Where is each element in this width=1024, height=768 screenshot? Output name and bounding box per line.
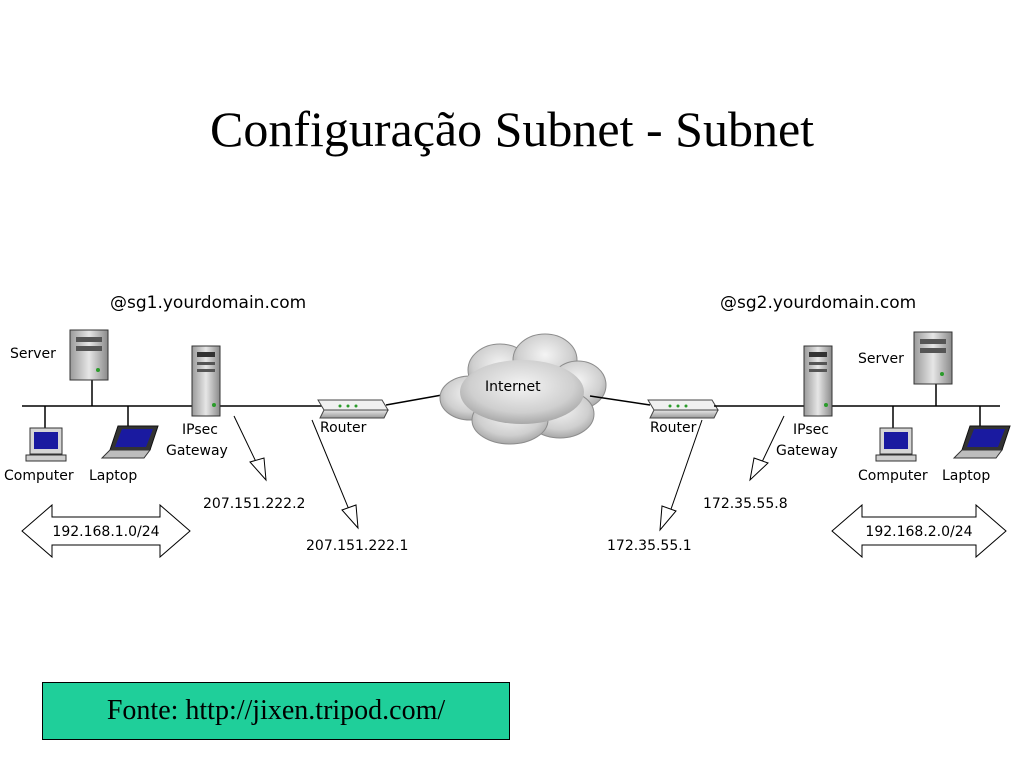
internet-label: Internet (485, 379, 541, 395)
left-site: @sg1.yourdomain.com Server IPsec Gateway… (4, 293, 443, 559)
right-server-icon (913, 331, 953, 385)
right-router-ip-arrow (659, 419, 703, 532)
right-wan-link (589, 395, 651, 406)
right-gateway-label-2: Gateway (776, 443, 838, 459)
right-site: Router @sg2.yourdomain.com Server IPsec … (589, 293, 1011, 559)
right-router-label: Router (650, 420, 697, 436)
left-laptop-label: Laptop (89, 468, 137, 484)
left-router-ip-arrow (311, 419, 359, 530)
right-gateway-icon (803, 345, 833, 417)
left-gateway-icon (191, 345, 221, 417)
left-router-ip: 207.151.222.1 (306, 538, 408, 554)
left-router-label: Router (320, 420, 367, 436)
slide-title: Configuração Subnet - Subnet (209, 101, 815, 157)
left-domain-label: @sg1.yourdomain.com (110, 293, 306, 313)
source-box: Fonte: http://jixen.tripod.com/ (42, 682, 510, 740)
left-gateway-ip-arrow (233, 415, 267, 482)
left-subnet-label: 192.168.1.0/24 (52, 524, 159, 540)
left-computer-label: Computer (4, 468, 74, 484)
right-gateway-ip-arrow (749, 415, 785, 482)
right-gateway-ip: 172.35.55.8 (703, 496, 788, 512)
left-laptop-icon (100, 425, 159, 459)
left-router-icon (317, 399, 389, 419)
source-text: Fonte: http://jixen.tripod.com/ (106, 695, 446, 726)
left-subnet-arrow (21, 503, 191, 559)
left-wan-link (385, 394, 443, 406)
right-domain-label: @sg2.yourdomain.com (720, 293, 916, 313)
left-server-label: Server (10, 346, 56, 362)
right-laptop-icon (952, 425, 1011, 459)
right-laptop-label: Laptop (942, 468, 990, 484)
right-subnet-label: 192.168.2.0/24 (865, 524, 972, 540)
right-subnet-arrow (831, 503, 1007, 559)
right-gateway-label-1: IPsec (793, 422, 829, 438)
right-computer-label: Computer (858, 468, 928, 484)
right-router-icon (647, 399, 719, 419)
internet-cloud (439, 333, 607, 445)
right-server-label: Server (858, 351, 904, 367)
left-server-icon (69, 329, 109, 381)
left-gateway-ip: 207.151.222.2 (203, 496, 305, 512)
right-router-ip: 172.35.55.1 (607, 538, 692, 554)
right-computer-icon (875, 427, 917, 462)
left-gateway-label-2: Gateway (166, 443, 228, 459)
left-computer-icon (25, 427, 67, 462)
left-gateway-label-1: IPsec (182, 422, 218, 438)
